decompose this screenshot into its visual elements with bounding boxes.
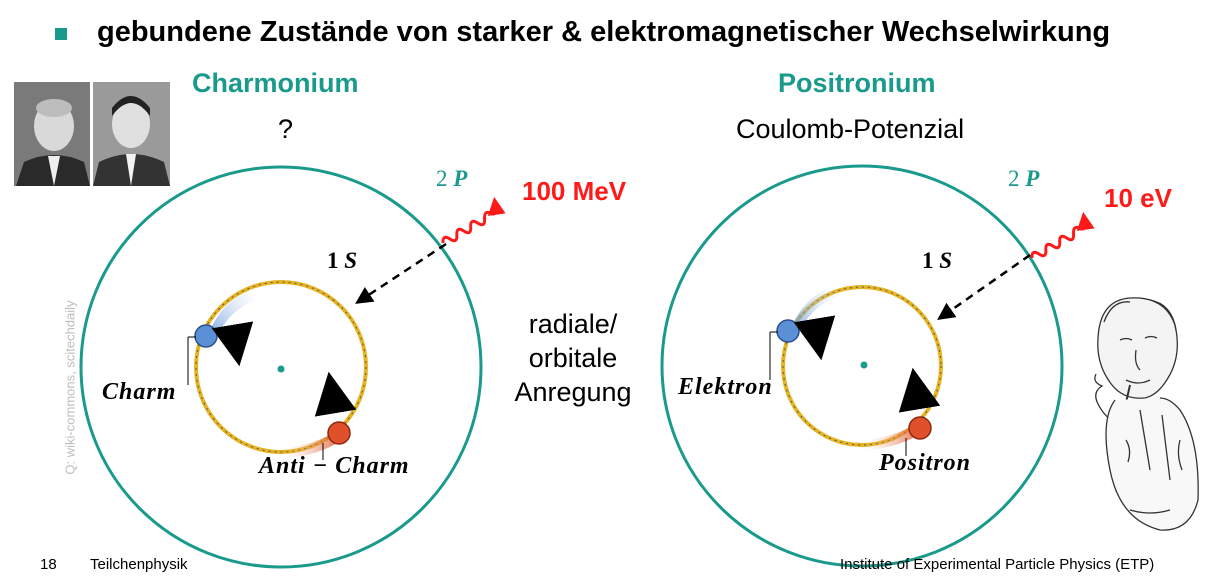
left-title: Charmonium [192,68,359,98]
left-red-trail [285,430,342,458]
image-credit: Q: wiki-commons, scitechdaily [62,300,78,475]
right-particle-electron-label: Elektron [678,374,773,400]
left-rotation-arrow-1 [211,321,254,367]
left-transition-arrow [355,242,447,304]
left-charm-particle [194,324,218,348]
left-particle-charm-label: Charm [102,379,177,405]
right-title: Positronium [778,68,936,98]
excitation-line-2: orbitale [528,343,618,373]
right-energy-label: 10 eV [1104,183,1172,213]
right-positron-particle [908,416,932,440]
left-state-2p: 2 P [436,166,468,191]
page-number: 18 [40,556,57,573]
excitation-line-3: Anregung [514,377,632,407]
left-energy-label: 100 MeV [522,176,627,206]
page-headline: gebundene Zustände von starker & elektro… [97,16,1111,48]
right-rotation-arrow-1 [793,315,836,361]
left-photon-wave-arrow [441,196,506,244]
right-particle-positron-label: Positron [879,450,972,476]
right-outer-orbit-2p [660,164,1064,568]
left-anticharm-particle [327,421,351,445]
left-subtitle: ? [278,114,294,144]
right-subtitle: Coulomb-Potenzial [736,114,965,144]
right-rotation-arrow-2 [898,367,941,413]
left-rotation-arrow-2 [314,371,357,417]
left-state-1s: 1 S [327,248,358,273]
right-red-trail [866,423,922,450]
caricature-sketch [1094,297,1199,531]
left-outer-orbit-2p [79,165,483,569]
right-electron-particle [776,319,800,343]
right-transition-arrow [937,253,1031,321]
left-center-dot [277,365,285,373]
left-particle-anticharm-label: Anti − Charm [259,453,410,479]
course-name: Teilchenphysik [90,556,188,573]
right-photon-wave-arrow [1030,211,1095,259]
portrait-photo-1 [14,82,90,186]
right-state-2p: 2 P [1008,166,1040,191]
bullet-square-icon [55,28,67,40]
right-state-1s: 1 S [922,248,953,273]
right-center-dot [860,361,868,369]
institute-name: Institute of Experimental Particle Physi… [840,556,1155,573]
excitation-line-1: radiale/ [528,309,618,339]
excitation-description: radiale/ orbitale Anregung [500,307,646,409]
portrait-photo-2 [93,82,170,186]
